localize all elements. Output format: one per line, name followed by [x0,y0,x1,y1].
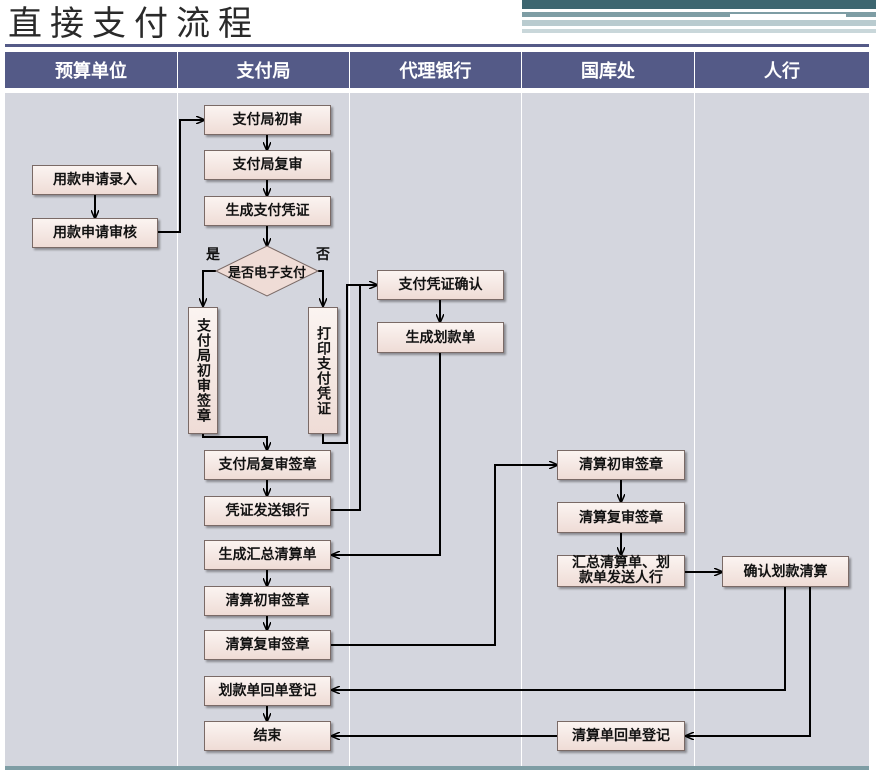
step-send-bank[interactable]: 凭证发送银行 [204,496,331,526]
lane-divider [694,52,695,766]
step-settle-register[interactable]: 清算单回单登记 [557,721,685,751]
page-title: 直接支付流程 [8,4,260,44]
decision-label: 是否电子支付 [227,266,306,281]
step-treasury-first-sign[interactable]: 清算初审签章 [557,450,685,480]
step-second-sign[interactable]: 支付局复审签章 [204,450,331,480]
swimlane-area [5,93,869,766]
lane-header-treasury: 国库处 [522,52,694,88]
step-second-review[interactable]: 支付局复审 [204,150,331,180]
step-apply-review[interactable]: 用款申请审核 [32,218,158,248]
arrow-decision-no [318,270,323,306]
lane-header-agent-bank: 代理银行 [350,52,521,88]
step-transfer-register[interactable]: 划款单回单登记 [204,676,331,706]
step-settle-second-sign[interactable]: 清算复审签章 [204,630,331,660]
arrow-pbc-to-register [332,587,786,690]
yes-label: 是 [206,247,220,263]
arrow-pbc-to-settle-register [686,587,811,736]
lane-divider [177,52,178,766]
lane-divider [349,52,350,766]
step-gen-voucher[interactable]: 生成支付凭证 [204,196,331,226]
arrow-decision-yes [203,270,216,306]
title-bar-mid [522,12,876,17]
arrow-review-to-first [158,120,204,233]
arrow-transfer-to-summary [332,353,441,555]
step-send-pbc[interactable]: 汇总清算单、划款单发送人行 [557,555,685,587]
lane-divider [521,52,522,766]
step-end[interactable]: 结束 [204,721,331,751]
title-bar-dark [522,0,876,9]
title-bar-strip [522,29,876,33]
arrow-send-to-confirm [331,285,361,511]
arrow-settle-to-treasury [331,465,557,646]
title-divider [5,44,869,47]
lane-header-payment-bureau: 支付局 [178,52,349,88]
step-confirm-settle[interactable]: 确认划款清算 [722,556,849,587]
lane-header-budget-unit: 预算单位 [5,52,177,88]
arrow-sign-to-second-sign [202,434,267,450]
decision-diamond [214,245,320,297]
no-label: 否 [316,247,330,263]
step-first-sign[interactable]: 支付局初审签章 [188,307,218,434]
bottom-bar [5,766,869,770]
step-first-review[interactable]: 支付局初审 [204,105,331,135]
step-gen-transfer[interactable]: 生成划款单 [377,322,504,353]
step-treasury-second-sign[interactable]: 清算复审签章 [557,502,685,533]
lane-header-pbc: 人行 [695,52,869,88]
title-bar-light [522,20,876,26]
step-settle-first-sign[interactable]: 清算初审签章 [204,586,331,616]
title-bar-white [730,14,846,17]
arrow-print-to-confirm [322,285,377,444]
step-print-voucher[interactable]: 打印支付凭证 [308,307,338,434]
step-apply-entry[interactable]: 用款申请录入 [32,165,158,195]
step-gen-summary[interactable]: 生成汇总清算单 [204,540,331,570]
step-voucher-confirm[interactable]: 支付凭证确认 [377,270,504,300]
